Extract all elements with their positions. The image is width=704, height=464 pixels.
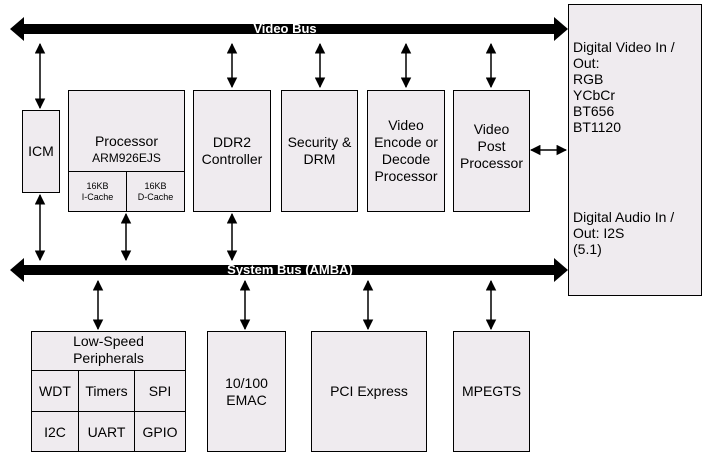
ddr2-controller-block: DDR2 Controller: [193, 90, 271, 212]
video-post-processor-block: Video Post Processor: [453, 90, 530, 212]
digital-io-block: [568, 4, 702, 296]
icm-block: ICM: [22, 110, 60, 193]
digital-video-io-label: Digital Video In / Out: RGB YCbCr BT656 …: [573, 39, 675, 135]
video-bus-label: Video Bus: [253, 21, 317, 36]
icache-block: 16KB I-Cache: [68, 171, 127, 212]
dcache-block: 16KB D-Cache: [126, 171, 185, 212]
spi-cell: SPI: [134, 370, 186, 412]
gpio-cell: GPIO: [134, 411, 186, 452]
security-drm-block: Security & DRM: [281, 90, 358, 212]
digital-audio-io-label: Digital Audio In / Out: I2S (5.1): [573, 209, 675, 257]
wdt-cell: WDT: [31, 370, 79, 412]
pci-express-block: PCI Express: [311, 331, 427, 452]
low-speed-peripherals-title: Low-Speed Peripherals: [73, 333, 144, 366]
timers-cell: Timers: [78, 370, 135, 412]
mpegts-block: MPEGTS: [453, 331, 530, 452]
i2c-cell: I2C: [31, 411, 79, 452]
icm-label: ICM: [28, 143, 54, 159]
uart-cell: UART: [78, 411, 135, 452]
processor-model: ARM926EJS: [92, 151, 161, 165]
video-bus: [10, 17, 568, 41]
video-codec-block: Video Encode or Decode Processor: [367, 90, 445, 212]
system-bus: [10, 258, 568, 282]
processor-title: Processor: [94, 133, 158, 149]
emac-block: 10/100 EMAC: [207, 331, 286, 452]
system-bus-label: System Bus (AMBA): [227, 262, 353, 277]
